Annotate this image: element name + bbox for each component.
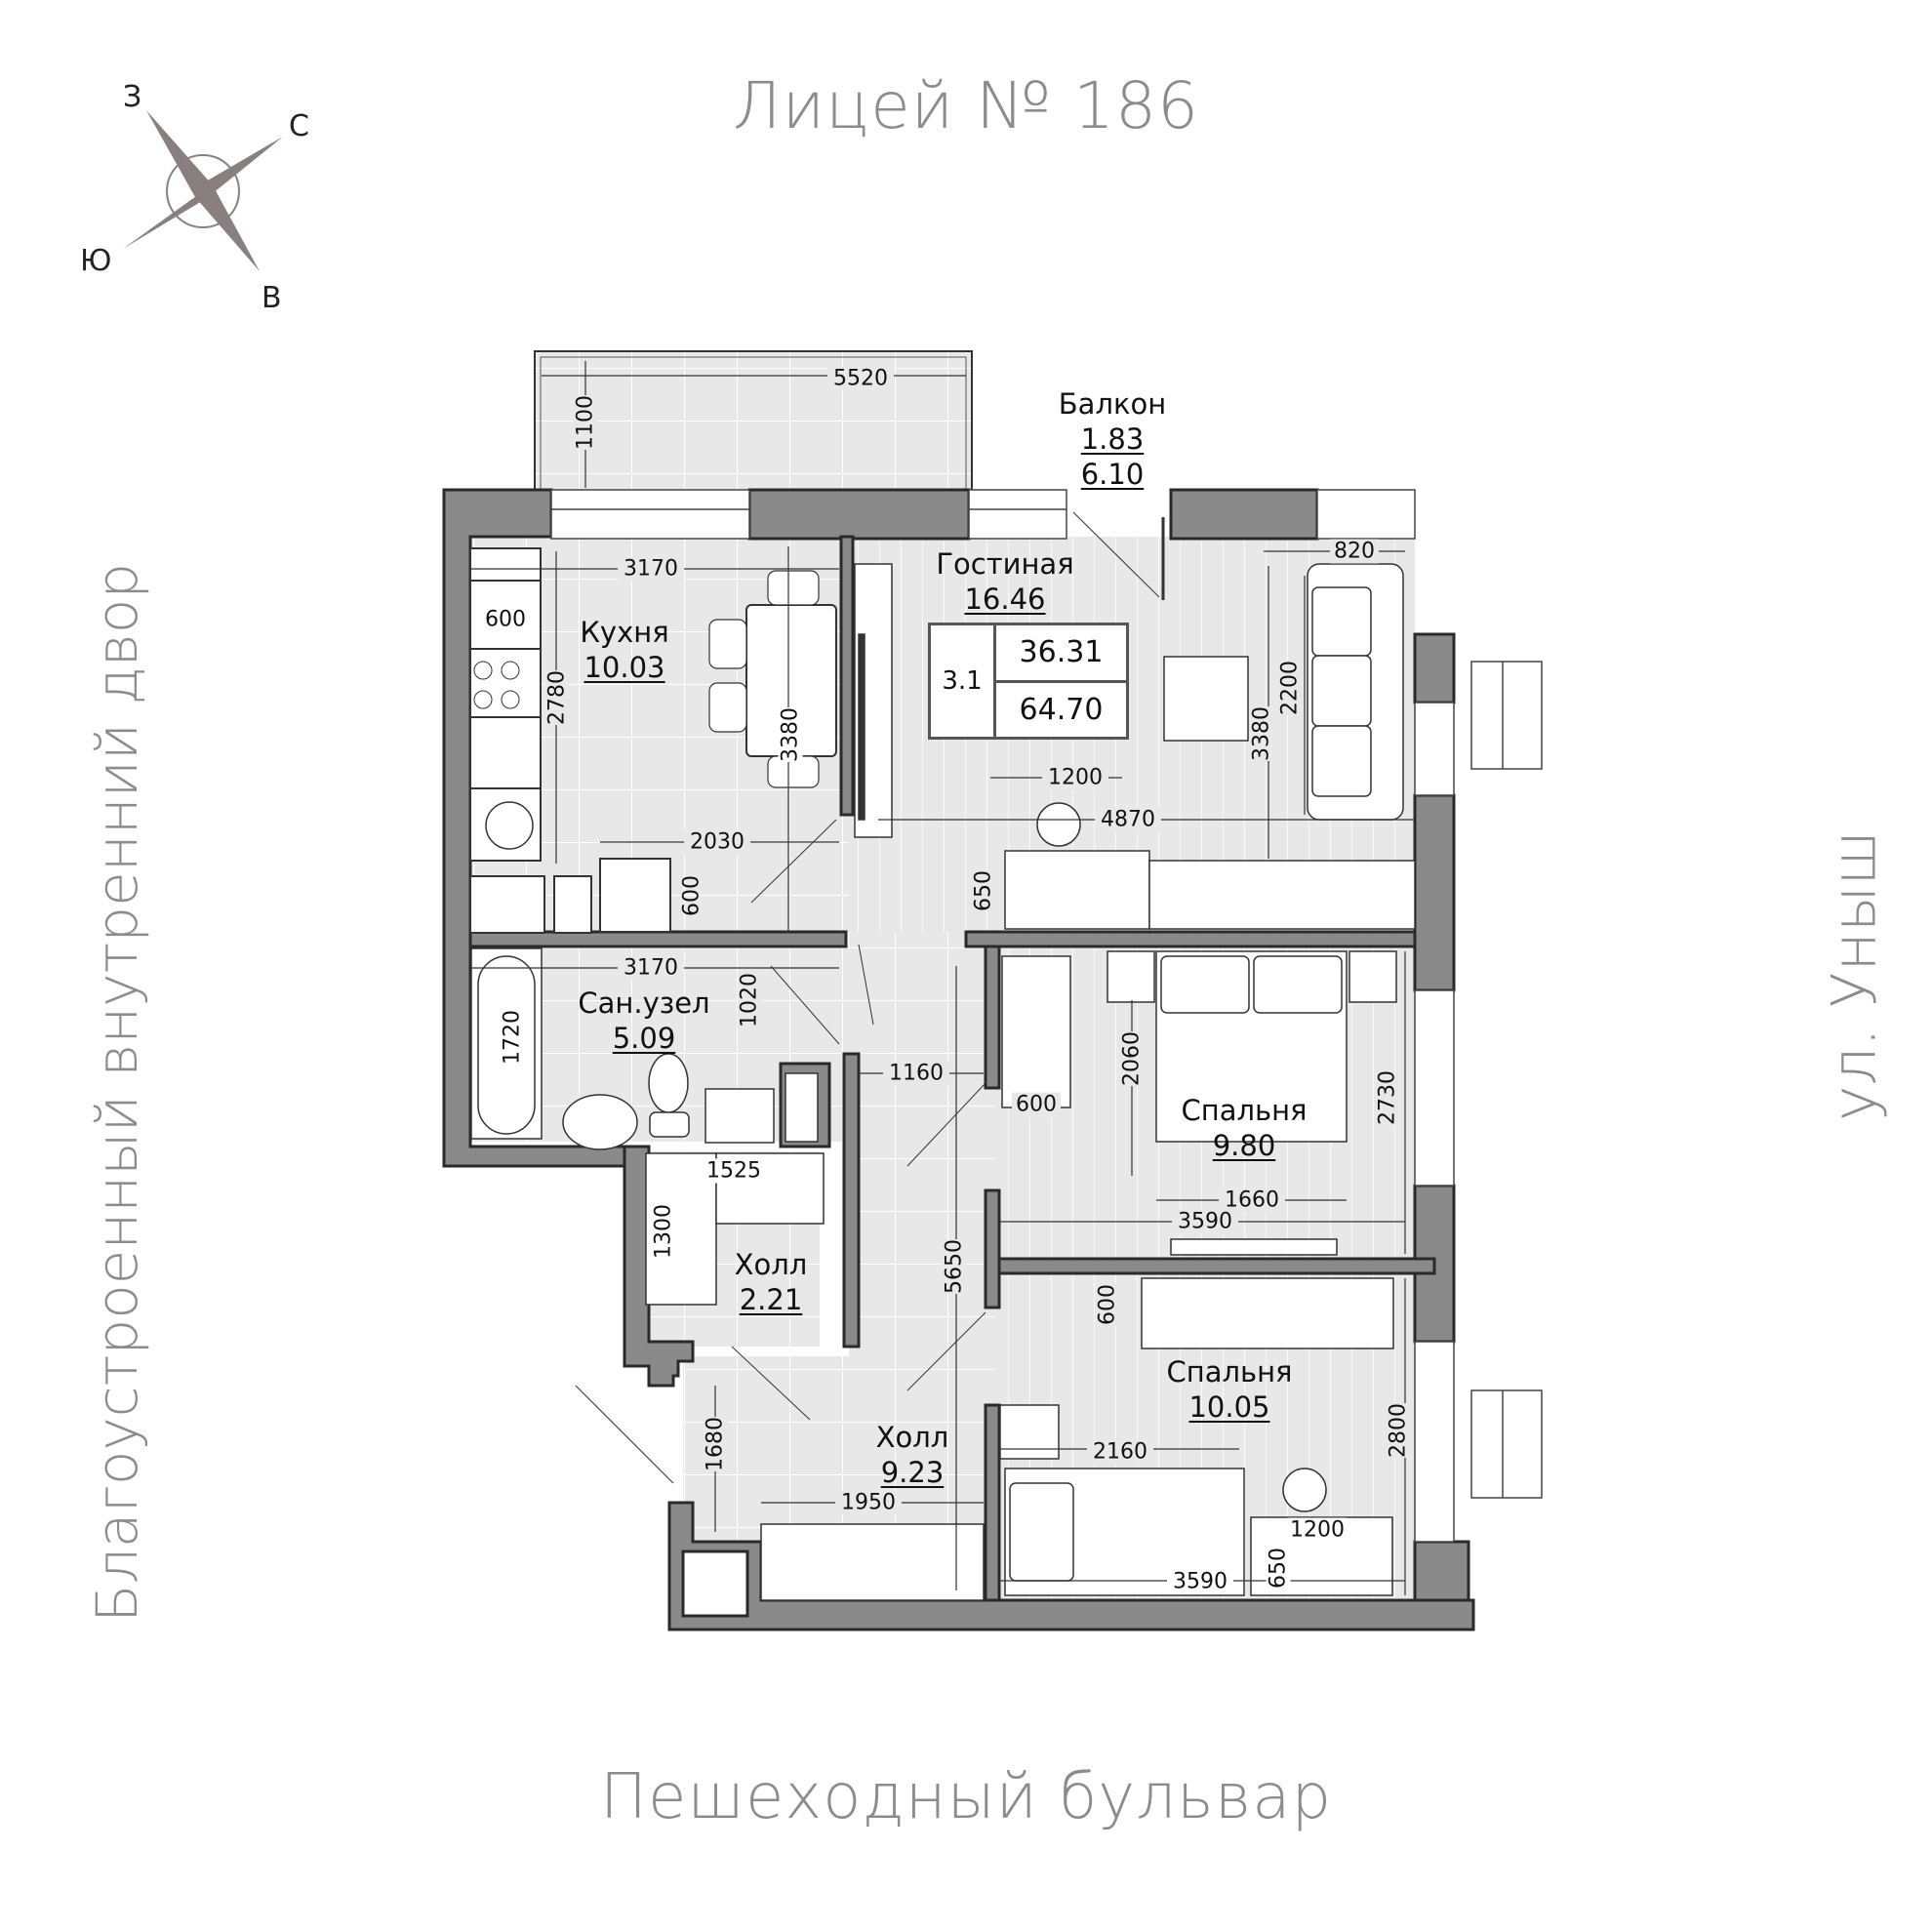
dim-bath-door: 1020 (737, 973, 762, 1027)
south-neighbor-label: Пешеходный бульвар (599, 1761, 1333, 1833)
room-name: Спальня (1181, 1094, 1308, 1127)
room-hall: Холл 9.23 (859, 1420, 966, 1490)
compass-rose-icon (123, 110, 283, 271)
room-name: Спальня (1166, 1355, 1293, 1389)
dim-kitchen-height: 2780 (544, 670, 570, 725)
dim-living-desk-depth: 650 (971, 870, 996, 911)
room-name: Холл (875, 1421, 949, 1454)
dim-closet-depth: 1300 (651, 1204, 676, 1259)
dim-living-sofa-length: 2200 (1277, 661, 1303, 715)
room-kitchen: Кухня 10.03 (561, 615, 688, 685)
dim-hall-lower: 1680 (703, 1417, 728, 1471)
dim-bed2-width: 3590 (1167, 1569, 1233, 1594)
dim-bed1-wardrobe: 600 (1012, 1092, 1061, 1117)
dim-living-sofa-depth: 820 (1330, 539, 1379, 564)
room-bathroom: Сан.узел 5.09 (561, 986, 727, 1056)
room-name: Гостиная (936, 547, 1074, 581)
room-name: Балкон (1058, 387, 1167, 421)
dim-bed2-desk-depth: 650 (1266, 1548, 1291, 1589)
room-name: Сан.узел (578, 986, 710, 1020)
room-closet-hall: Холл 2.21 (717, 1247, 825, 1317)
dim-bed1-bed-width: 1660 (1219, 1187, 1285, 1213)
dim-bed2-desk: 1200 (1288, 1517, 1347, 1543)
total-area: 64.70 (1019, 692, 1104, 727)
apartment-number: 3.1 (931, 625, 996, 737)
dim-hall-wardrobe: 1950 (835, 1490, 902, 1515)
compass-east: В (262, 281, 282, 315)
room-balcony: Балкон 1.83 6.10 (1034, 386, 1190, 492)
bathroom-fixtures (470, 947, 819, 1150)
room-area: 9.80 (1212, 1129, 1276, 1162)
balcony (534, 350, 973, 499)
room-name: Кухня (580, 616, 669, 649)
dim-closet-width: 1525 (703, 1158, 765, 1184)
room-area: 1.83 (1080, 423, 1145, 456)
compass-north: С (289, 109, 309, 143)
dim-bed2-wardrobe: 600 (1095, 1284, 1120, 1325)
dim-hall-width: 1160 (883, 1061, 949, 1086)
compass-west: З (123, 80, 142, 114)
north-neighbor-label: Лицей № 186 (733, 68, 1199, 143)
room-area-2: 6.10 (1080, 458, 1145, 491)
dim-kitchen-width: 3170 (618, 556, 684, 582)
dim-living-desk: 1200 (1042, 765, 1108, 790)
apartment-info-table: 3.1 36.31 64.70 (928, 623, 1129, 740)
dim-bath-tub: 1720 (500, 1010, 525, 1065)
room-area: 16.46 (964, 583, 1046, 616)
dim-bath-width: 3170 (618, 955, 684, 981)
living-furniture (854, 563, 1416, 930)
walls (442, 488, 1475, 1631)
dim-bed1-width: 3590 (1172, 1209, 1238, 1234)
dim-kitchen-table-line: 3380 (778, 707, 803, 762)
dim-bed1-bed-length: 2060 (1119, 1031, 1145, 1086)
dim-bed1-height: 2730 (1375, 1070, 1400, 1125)
dim-balcony-length: 5520 (827, 366, 894, 391)
room-area: 9.23 (880, 1456, 945, 1489)
room-area: 10.05 (1188, 1390, 1270, 1424)
room-area: 10.03 (584, 651, 665, 684)
dim-hall-length: 5650 (942, 1239, 967, 1294)
windows (550, 489, 1543, 1543)
living-area: 36.31 (996, 625, 1126, 683)
dim-kitchen-bottom-counter: 600 (679, 875, 704, 916)
room-bedroom-2: Спальня 10.05 (1151, 1354, 1308, 1425)
dim-living-width: 4870 (1095, 807, 1161, 832)
dim-balcony-depth: 1100 (573, 395, 598, 450)
dim-living-height: 3380 (1249, 706, 1274, 761)
room-name: Холл (734, 1248, 808, 1281)
doors (575, 511, 1165, 1484)
kitchen-furniture (469, 547, 837, 934)
dim-kitchen-bottom: 2030 (684, 829, 750, 855)
compass-south: Ю (80, 244, 112, 278)
dim-bed2-height: 2800 (1386, 1403, 1411, 1458)
room-area: 2.21 (739, 1283, 803, 1316)
dim-bed2-bed: 2160 (1087, 1439, 1153, 1465)
dim-kitchen-counter: 600 (485, 607, 526, 632)
room-area: 5.09 (612, 1022, 676, 1055)
compass: З С Ю В (59, 59, 332, 332)
room-bedroom-1: Спальня 9.80 (1166, 1093, 1322, 1163)
room-living: Гостиная 16.46 (917, 546, 1093, 617)
